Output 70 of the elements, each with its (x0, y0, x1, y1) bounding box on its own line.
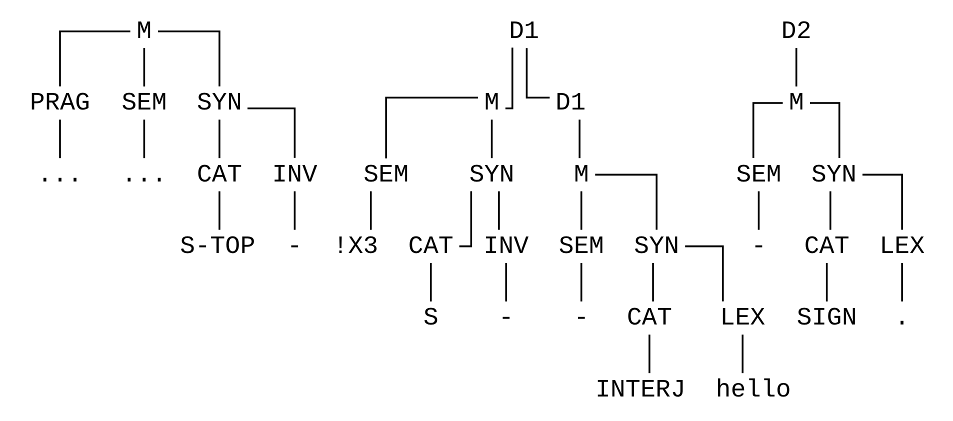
connector (504, 262, 506, 302)
connector (794, 48, 797, 86)
node-text: !X3 (332, 232, 378, 261)
node-text: M (136, 16, 152, 46)
node-text: SYN (634, 232, 679, 261)
connector (900, 262, 902, 302)
node-text: SYN (468, 160, 514, 190)
node-text: PRAG (29, 88, 90, 118)
connector (652, 262, 654, 302)
connector (580, 191, 582, 230)
connector (741, 334, 743, 374)
node-text: - (573, 304, 588, 333)
connector (369, 191, 372, 230)
connector (525, 48, 550, 99)
node-text: M (484, 88, 499, 118)
connector (218, 191, 220, 230)
node-text: M (573, 160, 588, 190)
connector (142, 120, 145, 158)
connector (757, 191, 760, 230)
connector (825, 262, 828, 302)
node-text: SEM (362, 160, 408, 190)
node-text: CAT (626, 304, 672, 333)
connector (578, 120, 580, 158)
connector (829, 191, 831, 230)
connector (246, 107, 296, 158)
node-text: INV (483, 232, 528, 261)
node-text: D1 (555, 88, 586, 118)
node-text: ... (121, 160, 166, 190)
connector (684, 245, 724, 302)
node-text: CAT (408, 232, 453, 261)
node-text: INV (272, 160, 317, 190)
node-text: - (498, 304, 514, 333)
node-text: S-TOP (180, 232, 255, 261)
connector (429, 262, 432, 302)
node-text: INTERJ (594, 375, 686, 404)
connector (594, 174, 657, 230)
connector (142, 48, 145, 86)
connector (293, 191, 296, 230)
connector (809, 102, 840, 158)
connector (158, 30, 220, 86)
node-text: SEM (736, 160, 781, 190)
node-text: ... (36, 160, 82, 190)
node-text: D1 (508, 16, 539, 46)
connector (218, 120, 220, 158)
node-text: CAT (804, 232, 849, 261)
connector (384, 96, 478, 158)
node-text: M (788, 88, 804, 118)
node-text: LEX (720, 304, 765, 333)
node-text: SYN (810, 160, 856, 190)
node-text: SIGN (796, 304, 856, 333)
node-text: SEM (558, 232, 604, 261)
node-text: CAT (196, 160, 242, 190)
node-text: S (422, 304, 438, 333)
node-text: - (750, 232, 766, 261)
node-text: . (894, 304, 910, 333)
node-text: D2 (780, 16, 811, 46)
connector (752, 102, 782, 158)
node-text: LEX (878, 232, 924, 261)
node-text: - (286, 232, 302, 261)
connector (648, 334, 650, 374)
node-text: SYN (196, 88, 242, 118)
node-text: SEM (121, 88, 166, 118)
connector (862, 174, 902, 230)
connector (58, 120, 60, 158)
connector (58, 30, 130, 86)
connector (504, 48, 513, 110)
connector (498, 191, 500, 230)
connector (490, 120, 492, 158)
connector (580, 262, 582, 302)
node-text: hello (715, 375, 790, 404)
